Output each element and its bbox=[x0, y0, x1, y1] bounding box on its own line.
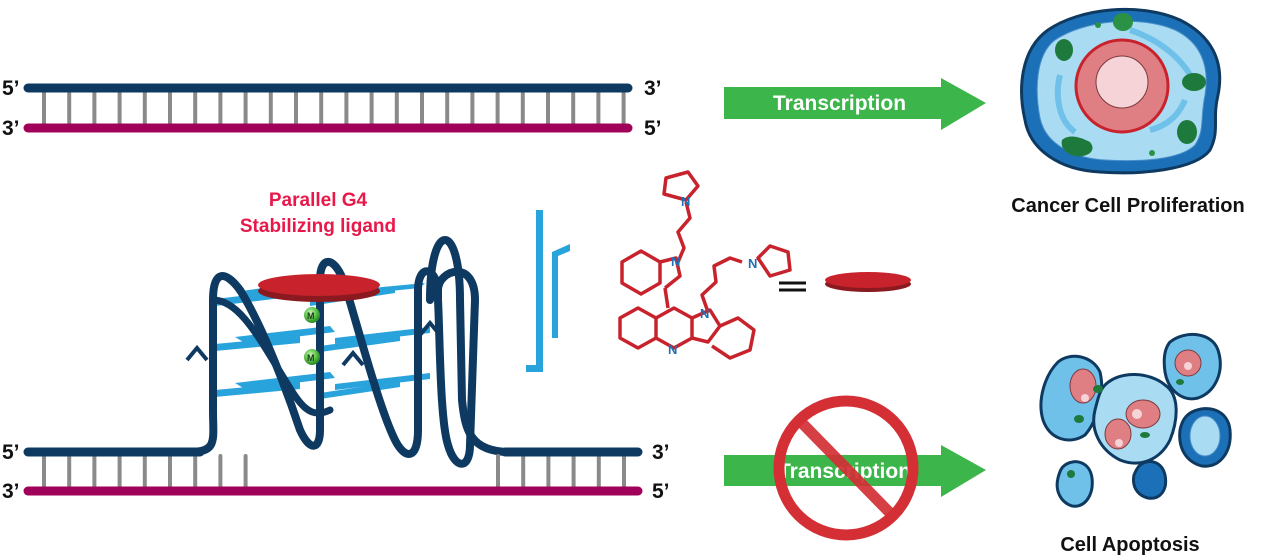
cancer-cell-organelle-cluster bbox=[1061, 136, 1093, 157]
strand-direction-arrow bbox=[341, 349, 365, 367]
mitochondrion bbox=[1067, 470, 1075, 478]
mitochondrion bbox=[1176, 379, 1184, 385]
fragmented-nucleus bbox=[1104, 418, 1132, 450]
pyrrolidine-ring-top bbox=[662, 170, 700, 202]
propyl-linker-right bbox=[700, 256, 743, 313]
atom-n: N bbox=[681, 194, 690, 209]
equilibrium-arrow-up bbox=[552, 244, 570, 338]
mitochondrion bbox=[1055, 39, 1073, 61]
mitochondrion bbox=[1093, 385, 1103, 393]
propyl-linker-top bbox=[676, 201, 692, 263]
ligand-chemical-structure bbox=[618, 170, 792, 360]
apoptotic-body-bottom-center bbox=[1132, 460, 1168, 500]
atom-n: N bbox=[671, 254, 680, 269]
cancer-cell-nucleolus bbox=[1095, 55, 1149, 109]
apoptotic-body-right-inner bbox=[1189, 415, 1221, 457]
top-duplex-label-5prime-right: 5’ bbox=[644, 117, 662, 140]
mitochondrion bbox=[1074, 415, 1084, 423]
cancer-cell-illustration bbox=[1020, 7, 1222, 175]
top-duplex-label-5prime-left: 5’ bbox=[2, 77, 20, 100]
quinoline-benzene bbox=[618, 306, 658, 350]
equilibrium-arrow-down bbox=[526, 210, 543, 372]
vesicle bbox=[1149, 150, 1155, 156]
metal-cation-label: M bbox=[307, 353, 315, 363]
nitrogen-atoms: N N N N N bbox=[668, 194, 757, 357]
quinoline-pyridine bbox=[655, 306, 694, 350]
g-quadruplex-structure: M M bbox=[24, 236, 632, 468]
bottom-base-pairs bbox=[42, 454, 626, 489]
top-base-pairs bbox=[42, 90, 626, 126]
atom-n: N bbox=[748, 256, 757, 271]
ligand-disc bbox=[258, 274, 380, 296]
top-duplex-label-3prime-left: 3’ bbox=[2, 117, 20, 140]
g4-backbone-tall-loop bbox=[426, 236, 632, 456]
bottom-dna-duplex: 5’ 3’ 3’ 5’ bbox=[2, 441, 670, 503]
metal-cation-label: M bbox=[307, 311, 315, 321]
bottom-duplex-label-5prime-right: 5’ bbox=[652, 480, 670, 503]
metal-cation: M bbox=[304, 349, 320, 365]
metal-cation: M bbox=[304, 307, 320, 323]
indole-pyrrole bbox=[659, 256, 682, 290]
apoptotic-body-bottom-left bbox=[1055, 460, 1094, 508]
transcription-arrow-top: Transcription bbox=[724, 78, 986, 130]
g4-backbone-cross bbox=[209, 296, 334, 417]
g-tetrad-layer-3 bbox=[215, 372, 430, 399]
biaryl-bond bbox=[663, 287, 670, 309]
strand-direction-arrow bbox=[418, 319, 442, 337]
pyrrolidine-ring-right bbox=[756, 244, 792, 278]
transcription-label-top: Transcription bbox=[773, 92, 906, 115]
equals-sign bbox=[779, 281, 806, 292]
prohibition-sign bbox=[773, 395, 919, 541]
top-duplex-label-3prime-right: 3’ bbox=[644, 77, 662, 100]
equilibrium-arrows bbox=[526, 210, 570, 372]
nuclear-fragment bbox=[1115, 439, 1123, 447]
mitochondrion bbox=[1177, 120, 1197, 144]
g4-backbone bbox=[24, 257, 479, 468]
ligand-disc-symbol bbox=[825, 272, 911, 288]
cancer-cell-golgi-2 bbox=[1149, 98, 1188, 133]
nuclear-fragment bbox=[1081, 394, 1089, 402]
mitochondrion bbox=[1140, 432, 1150, 438]
outcome-label-apoptosis: Cell Apoptosis bbox=[1060, 534, 1199, 556]
cancer-cell-er bbox=[1054, 74, 1077, 135]
bottom-duplex-label-3prime-left: 3’ bbox=[2, 480, 20, 503]
outcome-label-proliferation: Cancer Cell Proliferation bbox=[1011, 195, 1244, 217]
prohibition-slash bbox=[796, 417, 896, 519]
ligand-label-line1: Parallel G4 bbox=[269, 190, 368, 211]
fragmented-nucleus bbox=[1125, 399, 1161, 429]
top-dna-duplex: 5’ 3’ 3’ 5’ bbox=[2, 77, 662, 140]
indole-benzene-right bbox=[711, 316, 756, 360]
prohibition-circle bbox=[773, 395, 919, 541]
atom-n: N bbox=[700, 306, 709, 321]
nuclear-fragment bbox=[1184, 362, 1192, 370]
vesicle bbox=[1095, 22, 1101, 28]
nuclear-fragment bbox=[1132, 409, 1142, 419]
apoptotic-cell-illustration bbox=[1039, 332, 1232, 508]
mitochondrion bbox=[1113, 13, 1133, 31]
atom-n: N bbox=[668, 342, 677, 357]
indole-benzene bbox=[620, 249, 662, 296]
ligand-label-line2: Stabilizing ligand bbox=[240, 216, 396, 237]
bottom-duplex-label-3prime-right: 3’ bbox=[652, 441, 670, 464]
bottom-duplex-label-5prime-left: 5’ bbox=[2, 441, 20, 464]
mitochondrion bbox=[1182, 73, 1206, 91]
strand-direction-arrow bbox=[185, 344, 209, 362]
arrow-shape bbox=[724, 78, 986, 130]
